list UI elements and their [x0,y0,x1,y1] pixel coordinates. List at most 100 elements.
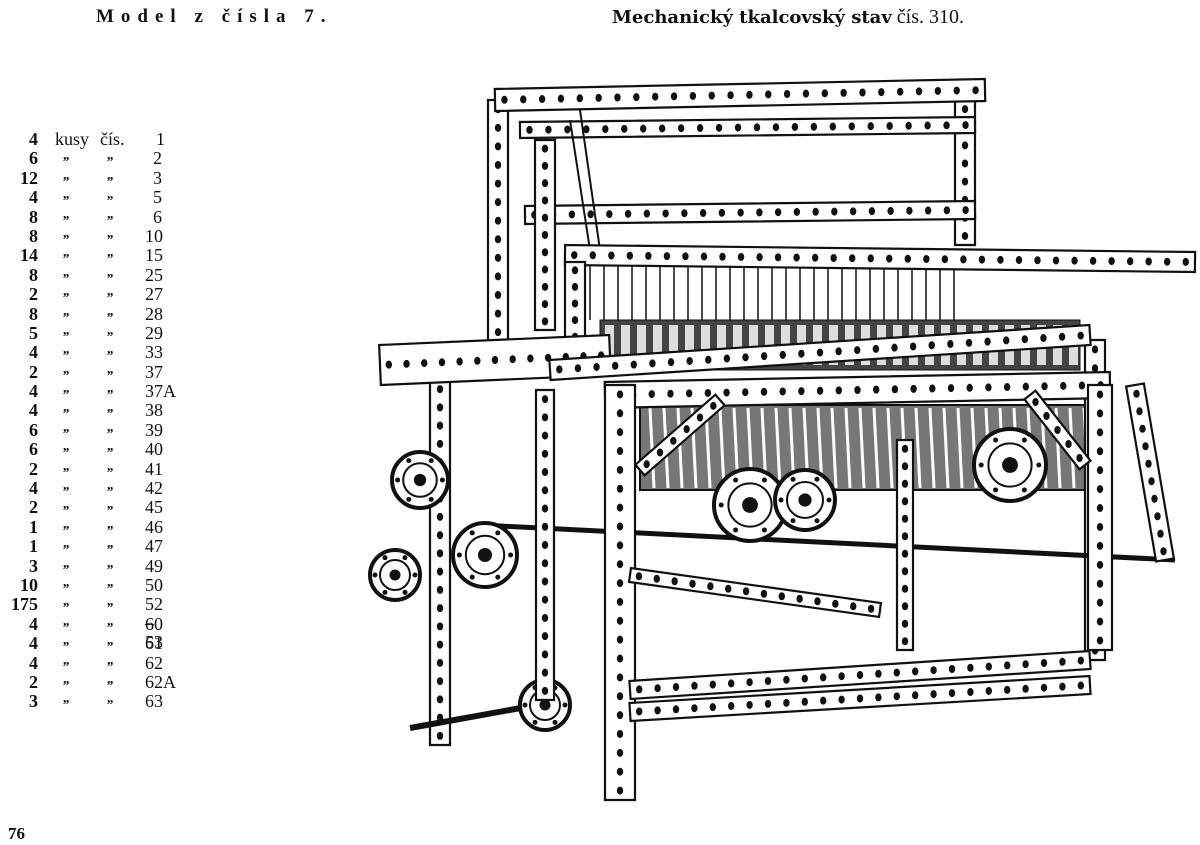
quantity: 6 [29,419,38,440]
bottom-rail-bottom-hole [691,704,698,713]
number-label: ” [106,271,113,287]
left-top-post-hole [494,253,502,262]
unit-label: ” [62,368,69,384]
inner-post-hole [541,213,549,222]
flywheel-rear-bolt [826,497,832,503]
brace-left-hole [670,436,677,445]
number-label: ” [106,388,113,404]
front-left-leg-hole [616,447,624,456]
unit-label: ” [62,485,69,501]
rear-top-beam-hole [1003,336,1010,345]
front-top-beam-hole [760,387,768,396]
right-top-post-hole [961,231,969,240]
left-top-post-hole [494,161,502,169]
bottom-rail-top-hole [801,674,808,683]
reed-frame-hole [997,255,1004,264]
back-left-leg [428,378,452,747]
unit-label: ” [62,426,69,442]
number-label: ” [106,504,113,520]
front-top-beam-hole [779,387,786,396]
bottom-rail-bottom-hole [1004,685,1011,694]
inner-post-hole [541,231,549,239]
top-crossbar-hole [953,86,960,95]
quantity: 4 [29,613,38,634]
left-top-post-hole [494,198,502,207]
bottom-rail-bottom-hole [893,692,900,701]
upper-rail-hole [829,122,837,131]
reed-post-hole [571,299,579,308]
quantity: 3 [29,555,38,576]
top-crossbar-hole [576,94,584,103]
back-left-leg-hole [436,640,444,649]
unit-label: ” [62,620,69,636]
left-top-post-hole [494,328,502,337]
side-lever-hole [1142,442,1149,451]
cam-wheel-bolt [993,437,999,443]
quantity: 4 [29,633,38,654]
part-number: 62A [145,671,176,692]
flywheel-front-bolt [718,502,724,508]
front-top-beam-hole [798,387,805,396]
rear-top-beam-hole [686,356,693,365]
left-top-post [486,98,510,362]
bottom-rail-bottom-hole [1040,683,1048,692]
heddle-crossbar-hole [662,209,669,218]
bottom-rail-top-hole [875,669,882,678]
reed-frame-hole [830,253,837,262]
heddle-cord [579,109,601,251]
roller-stripe [928,407,936,489]
top-crossbar-hole [651,92,659,101]
side-lever-hole [1148,477,1155,486]
upper-rail-hole [640,124,647,133]
center-post-hole [901,549,909,558]
front-left-leg-hole [616,673,624,682]
brace-right-hole [1076,454,1083,462]
gear-wheel-hub [477,547,493,563]
upper-rail-hole [696,124,704,133]
front-top-beam-hole [873,385,880,394]
reed-frame-hole [1034,256,1041,265]
quantity: 6 [29,439,38,460]
upper-rail-hole [734,123,742,132]
part-number: 52 – 53 [145,594,163,653]
front-top-beam-hole [723,388,730,397]
unit-label: ” [62,194,69,210]
inner-post-hole [541,144,549,153]
part-number: 42 [145,478,163,499]
quantity: 14 [20,245,38,266]
bottom-rail-bottom-hole [764,699,772,708]
flywheel-rear-bolt [778,497,784,503]
inner-post-hole [541,179,549,188]
cross-brace-hole [832,599,839,608]
front-inner-leg-hole [541,613,549,622]
number-label: ” [106,523,113,539]
bottom-rail-bottom-hole [1022,684,1029,693]
front-top-beam-hole [816,386,824,395]
rear-top-beam-hole [835,347,842,356]
cross-brace-hole [653,574,660,583]
roller-stripe [844,407,852,489]
front-inner-leg-hole [541,595,549,604]
reed-frame-hole [978,255,986,264]
upper-rail-hole [621,124,628,133]
bottom-rail-bottom-hole [967,688,974,697]
left-top-post-hole [494,142,502,151]
unit-label: ” [62,291,69,307]
part-number: 49 [145,555,163,576]
number-label: ” [106,446,113,462]
quantity: 4 [29,652,38,673]
pulley-left-bolt [406,458,412,464]
reed-frame-hole [1089,256,1097,265]
brace-left-hole [643,460,650,469]
reed-frame-hole [1126,257,1134,266]
unit-label: ” [62,252,69,268]
part-number: 37A [145,381,176,402]
front-left-leg-hole [616,409,624,418]
back-left-leg-hole [436,585,444,594]
unit-label: ” [62,659,69,675]
back-left-leg-hole [436,439,444,448]
quantity: 175 [11,594,38,615]
inner-post-hole [541,282,549,291]
flywheel-rear-hub [798,493,812,507]
part-number: 61 [145,633,163,654]
